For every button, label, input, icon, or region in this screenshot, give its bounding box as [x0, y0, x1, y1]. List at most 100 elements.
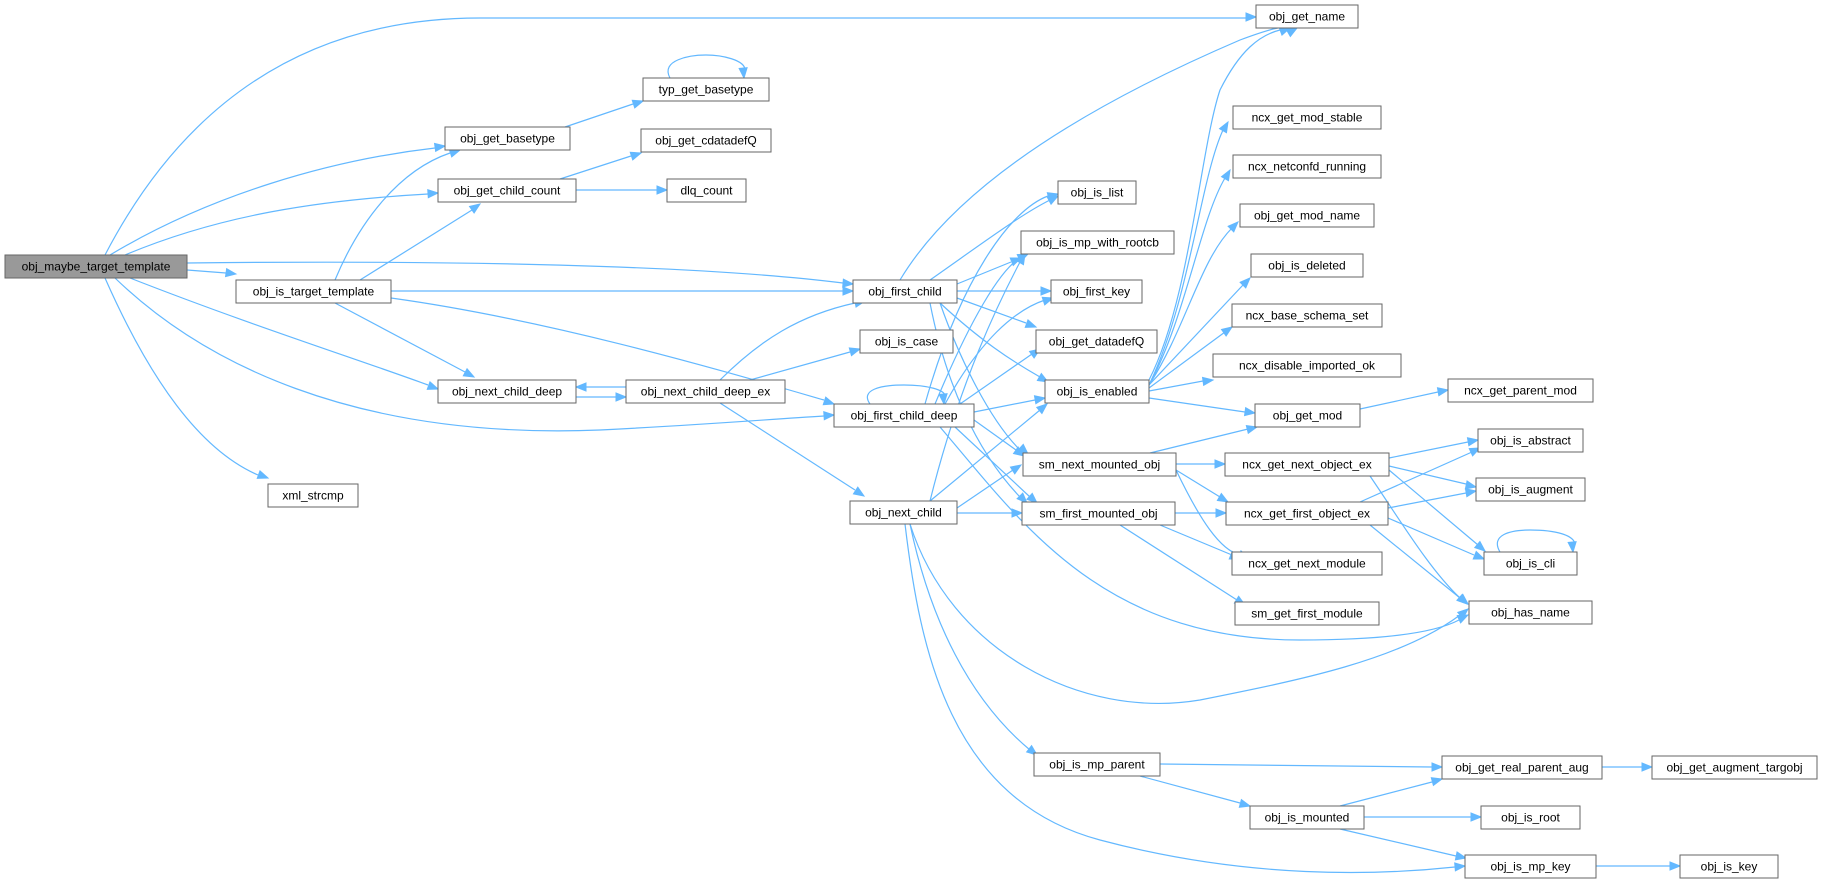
- node-box: [1679, 854, 1779, 879]
- node-obj-is-key[interactable]: obj_is_key: [1679, 854, 1779, 879]
- node-obj-get-mod-name[interactable]: obj_get_mod_name: [1239, 203, 1375, 228]
- node-obj-first-child[interactable]: obj_first_child: [852, 279, 958, 304]
- edge-line: [1148, 29, 1281, 381]
- node-obj-is-enabled[interactable]: obj_is_enabled: [1044, 379, 1150, 404]
- node-obj-get-augment-targobj[interactable]: obj_get_augment_targobj: [1651, 755, 1818, 780]
- edge-line: [909, 523, 1461, 704]
- node-ncx-base-schema-set[interactable]: ncx_base_schema_set: [1231, 303, 1383, 328]
- edge-arrowhead: [1454, 851, 1468, 861]
- edge-arrowhead: [1215, 508, 1228, 518]
- node-sm-next-mounted-obj[interactable]: sm_next_mounted_obj: [1022, 452, 1177, 477]
- edge-arrowhead: [1227, 221, 1239, 233]
- node-label: obj_is_root: [1501, 811, 1560, 825]
- edge-obj-first-child-deep-to-obj-is-list: [924, 192, 1060, 405]
- edge-sm-next-mounted-obj-to-obj-get-mod: [1149, 424, 1259, 454]
- edge-arrowhead: [1431, 762, 1444, 772]
- edge-obj-is-target-template-to-obj-get-basetype: [334, 148, 462, 281]
- node-obj-is-augment[interactable]: obj_is_augment: [1475, 477, 1586, 502]
- node-box: [1234, 601, 1380, 626]
- node-obj-is-deleted[interactable]: obj_is_deleted: [1250, 253, 1364, 278]
- node-obj-is-abstract[interactable]: obj_is_abstract: [1477, 428, 1584, 453]
- node-obj-get-datadefQ[interactable]: obj_get_datadefQ: [1035, 329, 1158, 354]
- edge-arrowhead: [842, 278, 855, 288]
- node-label: sm_first_mounted_obj: [1039, 507, 1157, 521]
- node-obj-get-name[interactable]: obj_get_name: [1255, 4, 1359, 29]
- node-sm-get-first-module[interactable]: sm_get_first_module: [1234, 601, 1380, 626]
- node-label: xml_strcmp: [282, 489, 344, 503]
- node-box: [267, 483, 359, 508]
- edge-line: [1388, 465, 1467, 485]
- node-obj-next-child[interactable]: obj_next_child: [849, 500, 958, 525]
- node-box: [1050, 279, 1143, 304]
- node-ncx-get-next-module[interactable]: ncx_get_next_module: [1231, 551, 1383, 576]
- edge-obj-first-child-to-obj-first-key: [957, 286, 1053, 296]
- node-ncx-disable-imported-ok[interactable]: ncx_disable_imported_ok: [1212, 353, 1402, 378]
- node-ncx-get-next-object-ex[interactable]: ncx_get_next_object_ex: [1224, 452, 1390, 477]
- node-obj-get-basetype[interactable]: obj_get_basetype: [444, 126, 571, 151]
- edge-line: [1359, 391, 1439, 410]
- node-obj-get-cdatadefQ[interactable]: obj_get_cdatadefQ: [640, 128, 772, 153]
- edge-ncx-get-first-object-ex-to-obj-is-cli: [1387, 517, 1486, 560]
- node-obj-first-child-deep[interactable]: obj_first_child_deep: [833, 403, 975, 428]
- node-label: typ_get_basetype: [659, 83, 754, 97]
- node-obj-get-child-count[interactable]: obj_get_child_count: [437, 178, 577, 203]
- edge-obj-next-child-to-obj-is-mp-parent: [909, 523, 1039, 756]
- edge-arrowhead: [1015, 252, 1026, 266]
- node-ncx-netconfd-running[interactable]: ncx_netconfd_running: [1232, 154, 1382, 179]
- node-obj-maybe-target-template[interactable]: obj_maybe_target_template: [4, 254, 188, 279]
- edge-line: [1159, 524, 1233, 556]
- edge-arrowhead: [1024, 318, 1038, 328]
- edge-arrowhead: [1456, 593, 1470, 605]
- node-obj-is-root[interactable]: obj_is_root: [1480, 805, 1581, 830]
- edge-arrowhead: [1201, 376, 1215, 387]
- node-dlq-count[interactable]: dlq_count: [666, 178, 747, 203]
- node-obj-is-case[interactable]: obj_is_case: [859, 329, 954, 354]
- node-ncx-get-parent-mod[interactable]: ncx_get_parent_mod: [1447, 378, 1594, 403]
- node-ncx-get-first-object-ex[interactable]: ncx_get_first_object_ex: [1225, 501, 1389, 526]
- edge-arrowhead: [852, 486, 866, 497]
- edge-arrowhead: [1046, 192, 1060, 202]
- edge-arrowhead: [1243, 406, 1257, 417]
- edge-obj-maybe-target-template-to-xml-strcmp: [104, 277, 270, 479]
- edge-obj-get-real-parent-aug-to-obj-get-augment-targobj: [1602, 762, 1654, 772]
- edge-line: [956, 261, 1012, 285]
- node-obj-first-key[interactable]: obj_first_key: [1050, 279, 1143, 304]
- node-xml-strcmp[interactable]: xml_strcmp: [267, 483, 359, 508]
- node-ncx-get-mod-stable[interactable]: ncx_get_mod_stable: [1232, 105, 1382, 130]
- edge-line: [929, 261, 1021, 502]
- node-box: [666, 178, 747, 203]
- node-box: [1254, 403, 1361, 428]
- edge-obj-is-target-template-to-obj-first-child: [391, 286, 855, 296]
- node-box: [1020, 230, 1175, 255]
- edge-arrowhead: [1472, 550, 1486, 560]
- edge-obj-first-child-to-sm-next-mounted-obj: [939, 302, 1030, 455]
- edge-obj-maybe-target-template-to-obj-first-child: [186, 261, 855, 288]
- node-label: sm_get_first_module: [1251, 607, 1363, 621]
- node-typ-get-basetype[interactable]: typ_get_basetype: [642, 77, 770, 102]
- node-label: obj_is_mp_key: [1490, 860, 1570, 874]
- node-obj-has-name[interactable]: obj_has_name: [1468, 600, 1593, 625]
- node-obj-is-mp-key[interactable]: obj_is_mp_key: [1464, 854, 1597, 879]
- node-obj-is-mp-parent[interactable]: obj_is_mp_parent: [1033, 752, 1161, 777]
- node-obj-is-mounted[interactable]: obj_is_mounted: [1249, 805, 1365, 830]
- edge-obj-next-child-deep-ex-to-obj-next-child: [719, 402, 866, 497]
- node-obj-is-mp-with-rootcb[interactable]: obj_is_mp_with_rootcb: [1020, 230, 1175, 255]
- edge-arrowhead: [427, 189, 440, 199]
- edge-line: [186, 261, 844, 284]
- node-obj-is-list[interactable]: obj_is_list: [1057, 180, 1137, 205]
- edge-ncx-get-first-object-ex-to-obj-is-augment: [1387, 488, 1478, 509]
- node-obj-is-target-template[interactable]: obj_is_target_template: [235, 279, 392, 304]
- node-obj-next-child-deep[interactable]: obj_next_child_deep: [437, 379, 577, 404]
- node-box: [1057, 180, 1137, 205]
- node-label: ncx_disable_imported_ok: [1239, 359, 1376, 373]
- edge-line: [956, 469, 1014, 509]
- node-obj-get-mod[interactable]: obj_get_mod: [1254, 403, 1361, 428]
- node-obj-is-cli[interactable]: obj_is_cli: [1483, 551, 1578, 576]
- node-box: [1464, 854, 1597, 879]
- node-obj-next-child-deep-ex[interactable]: obj_next_child_deep_ex: [625, 379, 786, 404]
- node-label: ncx_base_schema_set: [1246, 309, 1369, 323]
- node-sm-first-mounted-obj[interactable]: sm_first_mounted_obj: [1021, 501, 1176, 526]
- edge-arrowhead: [1012, 446, 1026, 457]
- edge-arrowhead: [629, 151, 643, 161]
- node-obj-get-real-parent-aug[interactable]: obj_get_real_parent_aug: [1441, 755, 1603, 780]
